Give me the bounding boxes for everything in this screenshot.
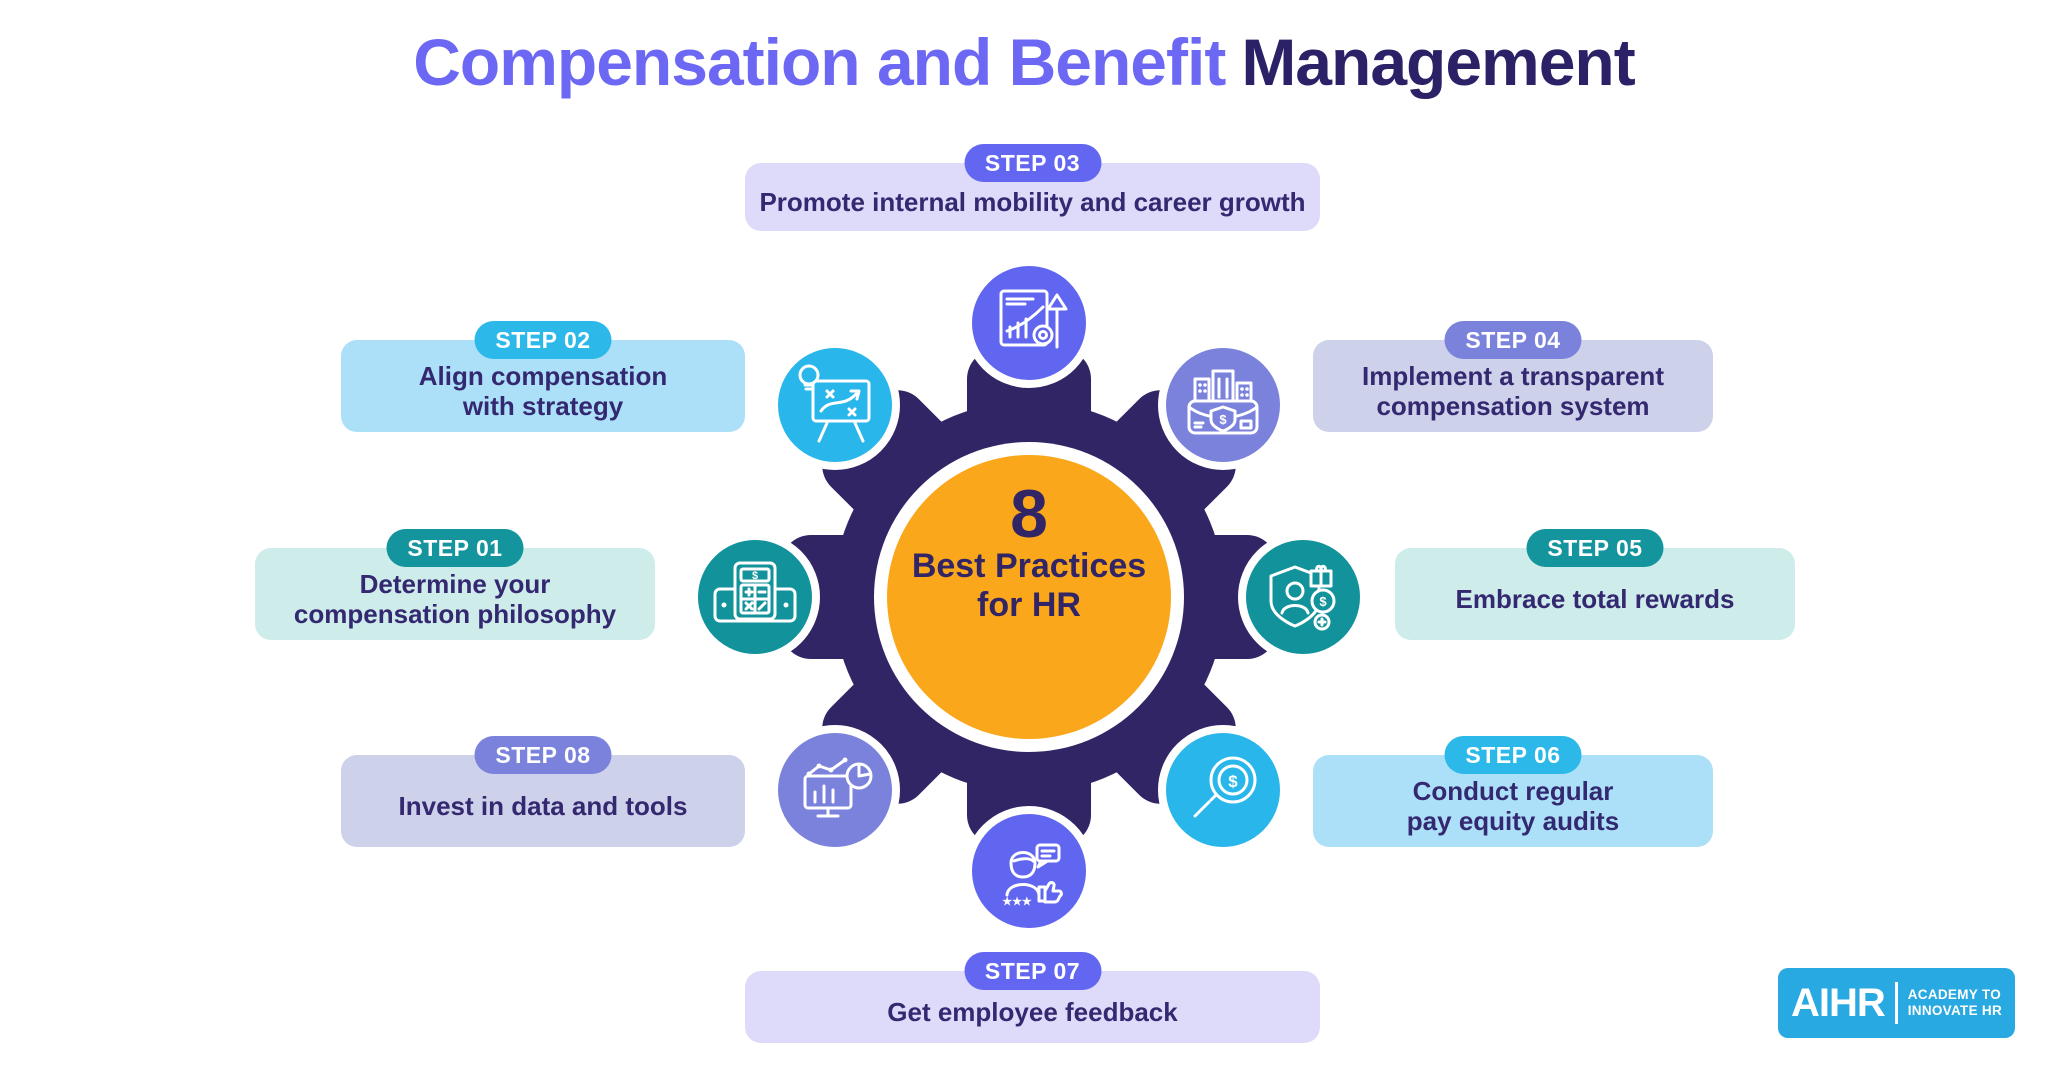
center-badge: 8 Best Practices for HR <box>889 476 1169 625</box>
step-05-group: STEP 05 Embrace total rewards <box>1395 529 1795 640</box>
step-04-text: compensation system <box>1376 391 1650 421</box>
svg-text:$: $ <box>1228 772 1238 791</box>
step-01-group: STEP 01 Determine your compensation phil… <box>255 529 655 640</box>
step-01-text: Determine your <box>359 569 551 600</box>
step-02-text: with strategy <box>462 391 624 421</box>
step-08-group: STEP 08 Invest in data and tools <box>341 736 745 847</box>
svg-text:$: $ <box>1319 594 1327 609</box>
center-line2: for HR <box>977 585 1081 624</box>
step-02-text: Align compensation <box>418 361 668 392</box>
step-03-badge: STEP 03 <box>964 144 1101 182</box>
step-08-text: Invest in data and tools <box>398 791 688 822</box>
step-06-icon-circle: $ <box>1158 725 1288 855</box>
center-line1: Best Practices <box>911 546 1147 585</box>
svg-text:★★★: ★★★ <box>1002 896 1032 908</box>
step-03-icon-circle <box>964 258 1094 388</box>
step-01-badge: STEP 01 <box>386 529 524 567</box>
step-07-text: Get employee feedback <box>887 997 1178 1028</box>
svg-text:$: $ <box>1219 412 1227 427</box>
center-number: 8 <box>1010 476 1048 552</box>
transparent-pay-icon: $ <box>1187 369 1259 435</box>
step-03-group: STEP 03 Promote internal mobility and ca… <box>745 144 1320 231</box>
step-06-text: pay equity audits <box>1406 806 1620 836</box>
step-07-icon-circle: ★★★ <box>964 806 1094 936</box>
step-04-text: Implement a transparent <box>1362 361 1664 392</box>
step-02-group: STEP 02 Align compensation with strategy <box>341 321 745 432</box>
step-08-badge: STEP 08 <box>474 736 612 774</box>
step-07-box: Get employee feedback <box>745 971 1320 1043</box>
step-05-text: Embrace total rewards <box>1455 584 1735 615</box>
calculator-money-icon: $ <box>713 561 797 623</box>
step-01-icon-circle: $ <box>690 532 820 662</box>
strategy-board-icon <box>798 364 871 443</box>
step-01-text: compensation philosophy <box>293 599 617 629</box>
aihr-logo-tagline: ACADEMY TO INNOVATE HR <box>1907 986 2003 1018</box>
total-rewards-shield-icon: $ <box>1269 564 1336 631</box>
svg-text:$: $ <box>752 570 758 582</box>
step-03-text: Promote internal mobility and career gro… <box>759 187 1306 218</box>
growth-chart-icon <box>999 289 1068 349</box>
aihr-logo-divider <box>1894 982 1898 1024</box>
step-07-badge: STEP 07 <box>964 952 1101 990</box>
step-05-badge: STEP 05 <box>1526 529 1664 567</box>
step-07-group: STEP 07 Get employee feedback <box>745 952 1320 1043</box>
step-04-group: STEP 04 Implement a transparent compensa… <box>1313 321 1713 432</box>
page-title-rest: Management <box>1241 25 1635 99</box>
step-04-badge: STEP 04 <box>1444 321 1582 359</box>
step-08-icon-circle <box>770 725 900 855</box>
step-06-text: Conduct regular <box>1412 776 1614 807</box>
employee-feedback-icon: ★★★ <box>1002 843 1063 908</box>
step-04-icon-circle: $ <box>1158 340 1288 470</box>
step-05-icon-circle: $ <box>1238 532 1368 662</box>
data-tools-monitor-icon <box>803 757 873 818</box>
page-title-accent: Compensation and Benefit <box>413 25 1226 99</box>
step-06-group: STEP 06 Conduct regular pay equity audit… <box>1313 736 1713 847</box>
aihr-logo: AIHR ACADEMY TO INNOVATE HR <box>1778 968 2015 1038</box>
step-02-badge: STEP 02 <box>474 321 612 359</box>
step-08-box: Invest in data and tools <box>341 755 745 847</box>
pay-audit-magnifier-icon: $ <box>1193 756 1257 818</box>
aihr-logo-name: AIHR <box>1790 980 1886 1025</box>
step-02-icon-circle <box>770 340 900 470</box>
step-06-badge: STEP 06 <box>1444 736 1582 774</box>
